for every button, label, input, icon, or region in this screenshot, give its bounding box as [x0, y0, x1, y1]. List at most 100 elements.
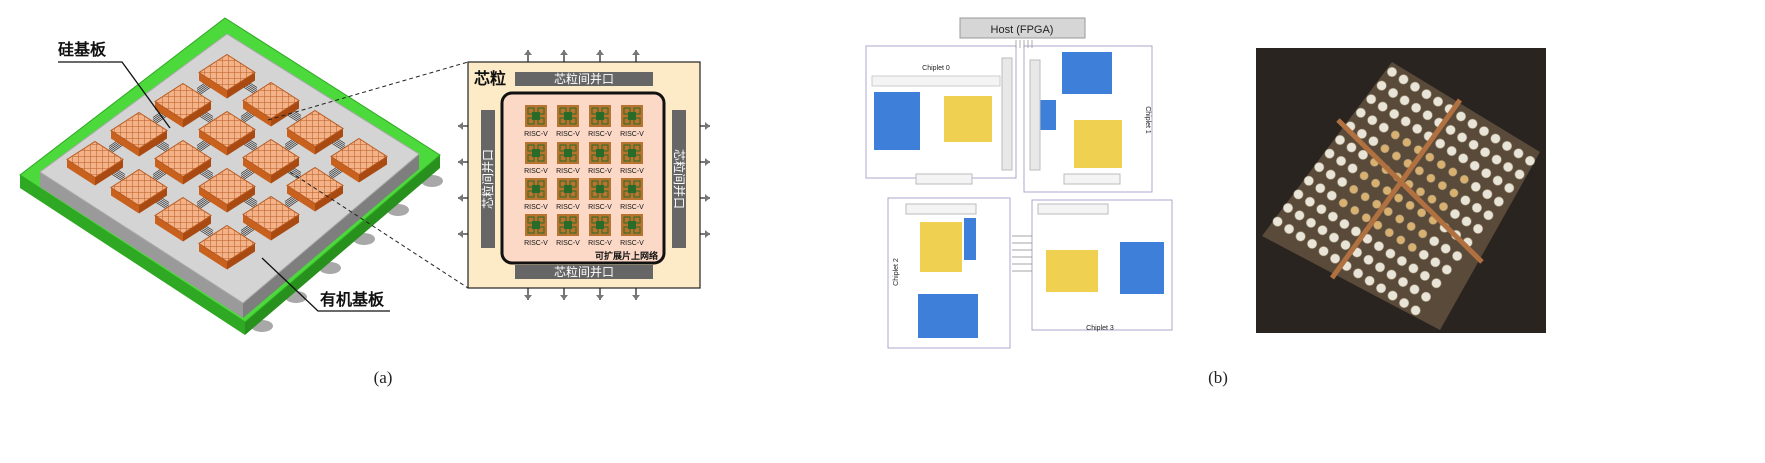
io-arrow-head: [596, 50, 604, 55]
core-subblock: [537, 154, 545, 162]
solder-ball: [1305, 217, 1317, 228]
solder-ball: [1386, 66, 1398, 78]
chiplet-side: [315, 185, 343, 212]
chiplet-side: [183, 215, 211, 242]
silicon-label-leader: [58, 61, 171, 129]
interface-right: [672, 110, 686, 248]
core-subblock: [527, 216, 535, 224]
solder-ball: [1418, 249, 1429, 260]
chiplet: [198, 53, 256, 92]
core-subblock: [601, 107, 609, 115]
core-subblock: [623, 107, 631, 115]
core-subblock: [591, 180, 599, 188]
chiplet-3-blue-block: [1120, 242, 1164, 294]
solder-ball: [1467, 118, 1478, 129]
solder-ball: [1356, 128, 1367, 139]
chiplet: [286, 109, 344, 148]
core-subblock: [537, 180, 545, 188]
caption-b: (b): [1208, 368, 1228, 387]
chiplet-side: [111, 187, 139, 214]
solder-ball: [1490, 133, 1501, 144]
solder-ball: [1386, 269, 1397, 280]
solder-ball: [1325, 169, 1336, 180]
interface-top-label: 芯粒间并口: [554, 71, 614, 86]
solder-ball: [1422, 110, 1433, 121]
io-arrow-head: [458, 230, 463, 238]
die-gap-a: [1336, 118, 1484, 264]
package-3d: [19, 17, 443, 335]
core-center: [564, 149, 572, 157]
core-center: [564, 185, 572, 193]
chiplet-array-3d: [66, 53, 388, 270]
solder-ball: [1402, 137, 1412, 147]
chiplet-2-yellow-block: [920, 222, 962, 272]
chiplet-side: [155, 101, 183, 128]
io-arrow-head: [524, 295, 532, 300]
chiplet: [154, 139, 212, 178]
core-subblock: [559, 154, 567, 162]
core-subblock: [559, 180, 567, 188]
core-subblock: [569, 117, 577, 125]
io-arrow-head: [705, 122, 710, 130]
solder-ball: [1456, 132, 1468, 143]
solder-ball: [1272, 216, 1283, 227]
solder-ball: [1361, 213, 1371, 223]
core-subblock: [633, 226, 641, 234]
solder-ball: [1449, 208, 1461, 220]
chiplet-2-label: Chiplet 2: [893, 258, 900, 286]
core-center: [532, 221, 540, 229]
solder-ball: [1420, 291, 1432, 302]
solder-ball: [1394, 193, 1404, 203]
solder-ball: [1421, 89, 1432, 100]
io-arrow-head: [705, 230, 710, 238]
core-subblock: [591, 117, 599, 125]
chiplet-side: [67, 159, 95, 186]
solder-ball: [1360, 192, 1370, 202]
solder-ball: [1461, 216, 1472, 227]
core-center: [596, 221, 604, 229]
solder-ball: [1283, 223, 1295, 235]
solder-ball: [1349, 184, 1359, 194]
core-subblock: [559, 216, 567, 224]
interface-top: [515, 72, 653, 86]
core-subblock: [537, 107, 545, 115]
core-subblock: [559, 226, 567, 234]
solder-ball: [1373, 220, 1383, 230]
chiplet-side: [227, 186, 255, 213]
solder-ball: [1408, 263, 1419, 274]
chiplet-side: [331, 156, 359, 183]
chiplet-side: [271, 157, 299, 184]
chiplet-2-blue-block-a: [964, 218, 976, 260]
chiplet-side: [227, 129, 255, 156]
risc-v-core-label: RISC-V: [588, 240, 612, 247]
silicon-interposer-side-left: [40, 172, 243, 318]
solder-ball: [1524, 155, 1536, 166]
solder-ball: [1304, 196, 1315, 207]
core-subblock: [591, 154, 599, 162]
core-center: [532, 112, 540, 120]
solder-ball: [1350, 205, 1360, 215]
organic-substrate-side-right: [245, 155, 440, 335]
risc-v-core-label: RISC-V: [556, 131, 580, 138]
solder-ball: [1412, 123, 1423, 134]
solder-ball: [1431, 278, 1442, 289]
solder-ball: [1436, 160, 1446, 170]
solder-ball: [1440, 243, 1451, 254]
chiplet: [198, 110, 256, 149]
solder-ball: [1372, 199, 1382, 209]
silicon-substrate-label: 硅基板: [58, 40, 107, 59]
chiplet: [66, 140, 124, 179]
chiplet-side: [243, 214, 271, 241]
solder-ball: [1335, 155, 1347, 167]
chiplet-side: [199, 243, 227, 270]
solder-ball: [1391, 151, 1401, 161]
core-subblock: [601, 117, 609, 125]
solder-ball: [1396, 235, 1406, 245]
chiplet-side: [315, 128, 343, 155]
core-subblock: [623, 180, 631, 188]
solder-ball: [1426, 173, 1436, 183]
core-subblock: [601, 216, 609, 224]
solder-ball: [1306, 238, 1318, 249]
chiplet: [154, 82, 212, 121]
core-subblock: [623, 154, 631, 162]
